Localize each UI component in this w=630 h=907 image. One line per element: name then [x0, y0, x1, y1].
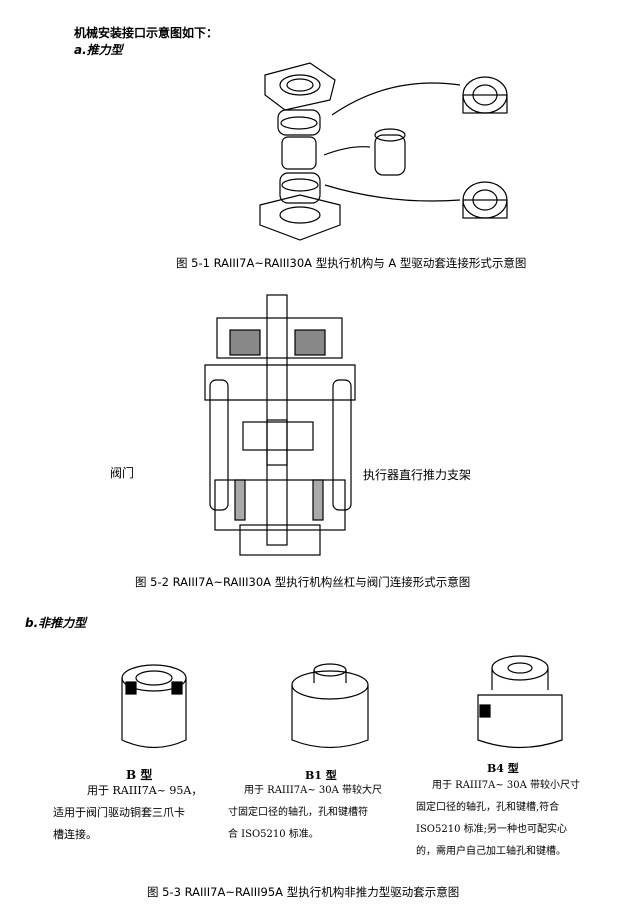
desc-line: 用于 RAIII7A~ 95A， [87, 784, 203, 797]
desc-line: 用于 RAIII7A~ 30A 带较大尺 [244, 785, 383, 796]
desc-line: 适用于阀门驱动铜套三爪卡 [53, 806, 185, 819]
figure-5-3-caption: 图 5-3 RAIII7A~RAIII95A 型执行机构非推力型驱动套示意图 [147, 885, 460, 899]
type-b4-description: 用于 RAIII7A~ 30A 带较小尺寸 固定口径的轴孔，孔和键槽,符合 IS… [416, 775, 580, 863]
type-b4-title: B4 型 [487, 762, 519, 775]
desc-line: 用于 RAIII7A~ 30A 带较小尺寸 [432, 780, 581, 791]
desc-line: 槽连接。 [53, 828, 97, 841]
desc-line: ISO5210 标准;另一种也可配实心 [416, 824, 567, 835]
type-b1-description: 用于 RAIII7A~ 30A 带较大尺 寸固定口径的轴孔，孔和键槽符 合 IS… [228, 780, 382, 846]
figure-5-2-drawing [204, 294, 356, 556]
figure-5-2-caption: 图 5-2 RAIII7A~RAIII30A 型执行机构丝杠与阀门连接形式示意图 [135, 575, 471, 589]
label-valve: 阀门 [110, 466, 135, 480]
type-b-title: B 型 [126, 768, 153, 782]
desc-line: 寸固定口径的轴孔，孔和键槽符 [228, 807, 368, 818]
section-b-heading: b.非推力型 [25, 616, 87, 630]
type-b4-drawing [477, 655, 563, 749]
type-b-description: 用于 RAIII7A~ 95A， 适用于阀门驱动铜套三爪卡 槽连接。 [53, 780, 202, 846]
figure-5-1-drawing [259, 62, 508, 241]
desc-line: 合 ISO5210 标准。 [228, 829, 319, 840]
figure-5-1-caption: 图 5-1 RAIII7A~RAIII30A 型执行机构与 A 型驱动套连接形式… [176, 256, 527, 270]
desc-line: 固定口径的轴孔，孔和键槽,符合 [416, 802, 560, 813]
type-b-drawing [121, 664, 187, 749]
desc-line: 的，需用户自己加工轴孔和键槽。 [416, 846, 566, 857]
section-a-heading: a.推力型 [74, 43, 123, 57]
label-bracket: 执行器直行推力支架 [363, 468, 472, 482]
type-b1-drawing [291, 663, 369, 749]
intro-text: 机械安装接口示意图如下： [74, 26, 219, 40]
type-b1-title: B1 型 [305, 769, 337, 782]
